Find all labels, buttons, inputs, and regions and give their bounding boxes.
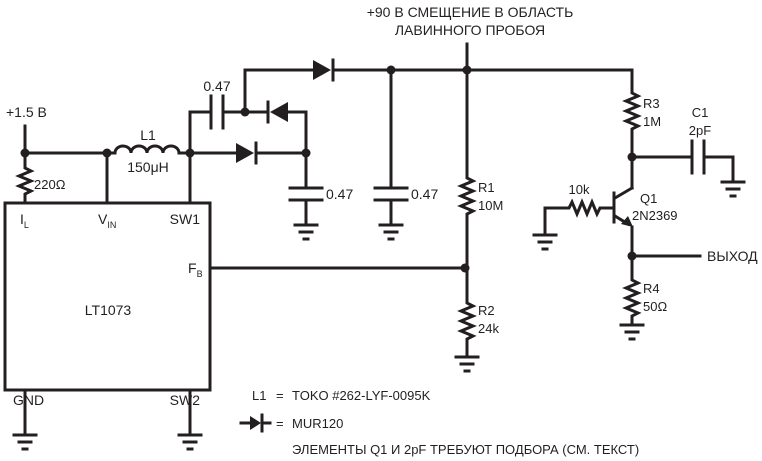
ground-icon [619,323,645,341]
ground-icon [293,223,319,241]
r2-value: 24k [478,321,499,336]
note-l1-eq: = [276,388,284,403]
r1-value: 10M [478,198,503,213]
pin-vin: VIN [98,211,116,230]
diode-icon [266,100,308,155]
ground-icon [177,388,203,451]
r4-ref: R4 [643,281,660,296]
title-line-2: ЛАВИННОГО ПРОБОЯ [395,22,545,38]
resistor-base [543,198,614,235]
r4-value: 50Ω [643,299,667,314]
ground-icon [720,180,746,198]
pin-sw2: SW2 [170,392,201,408]
supply-label: +1.5 В [6,104,47,120]
note-diode-eq: = [276,416,284,431]
r-il-value: 220Ω [34,177,66,192]
ground-icon [454,355,480,373]
note-l1-part: TOKO #262-LYF-0095K [292,388,431,403]
ic-name: LT1073 [85,302,132,318]
r-base-value: 10k [569,182,590,197]
c1-ref: C1 [692,105,709,120]
resistor-220 [15,153,35,203]
pin-fb: FB [188,260,203,279]
l1-ref: L1 [140,127,156,143]
ground-icon [532,233,558,251]
r3-ref: R3 [643,96,660,111]
ground-icon [378,223,404,241]
capacitor-c1 [690,139,735,184]
r3-value: 1M [643,114,661,129]
note-l1-ref: L1 [252,388,266,403]
inductor-l1 [113,144,192,155]
diode-icon [236,141,308,165]
note-diode-part: MUR120 [292,416,343,431]
c-out-value: 0.47 [411,186,438,202]
capacitor-out [373,68,409,227]
capacitor-pump [209,94,225,130]
c1-value: 2pF [689,123,711,138]
c-pump-value: 0.47 [203,78,230,94]
title-line-1: +90 В СМЕЩЕНИЕ В ОБЛАСТЬ [367,4,574,20]
r2-ref: R2 [478,303,495,318]
resistor-r2 [457,268,477,357]
diode-icon [239,413,272,433]
note-selection: ЭЛЕМЕНТЫ Q1 И 2pF ТРЕБУЮТ ПОДБОРА (СМ. Т… [292,442,639,457]
resistor-r1 [457,70,477,268]
pin-il: IL [20,211,29,230]
capacitor-mid [288,151,324,227]
resistor-r3 [622,70,642,157]
pin-gnd-label: GND [13,392,44,408]
diode-icon [313,58,335,82]
l1-value: 150μH [127,159,169,175]
transistor-q1 [612,155,635,257]
q1-ref: Q1 [640,191,657,206]
c-mid-value: 0.47 [326,186,353,202]
resistor-r4 [622,256,642,325]
r1-ref: R1 [478,180,495,195]
ic-lt1073 [3,201,212,392]
ground-icon [12,388,38,451]
q1-value: 2N2369 [632,208,678,223]
output-label: ВЫХОД [707,248,758,264]
pin-sw1: SW1 [170,211,201,227]
